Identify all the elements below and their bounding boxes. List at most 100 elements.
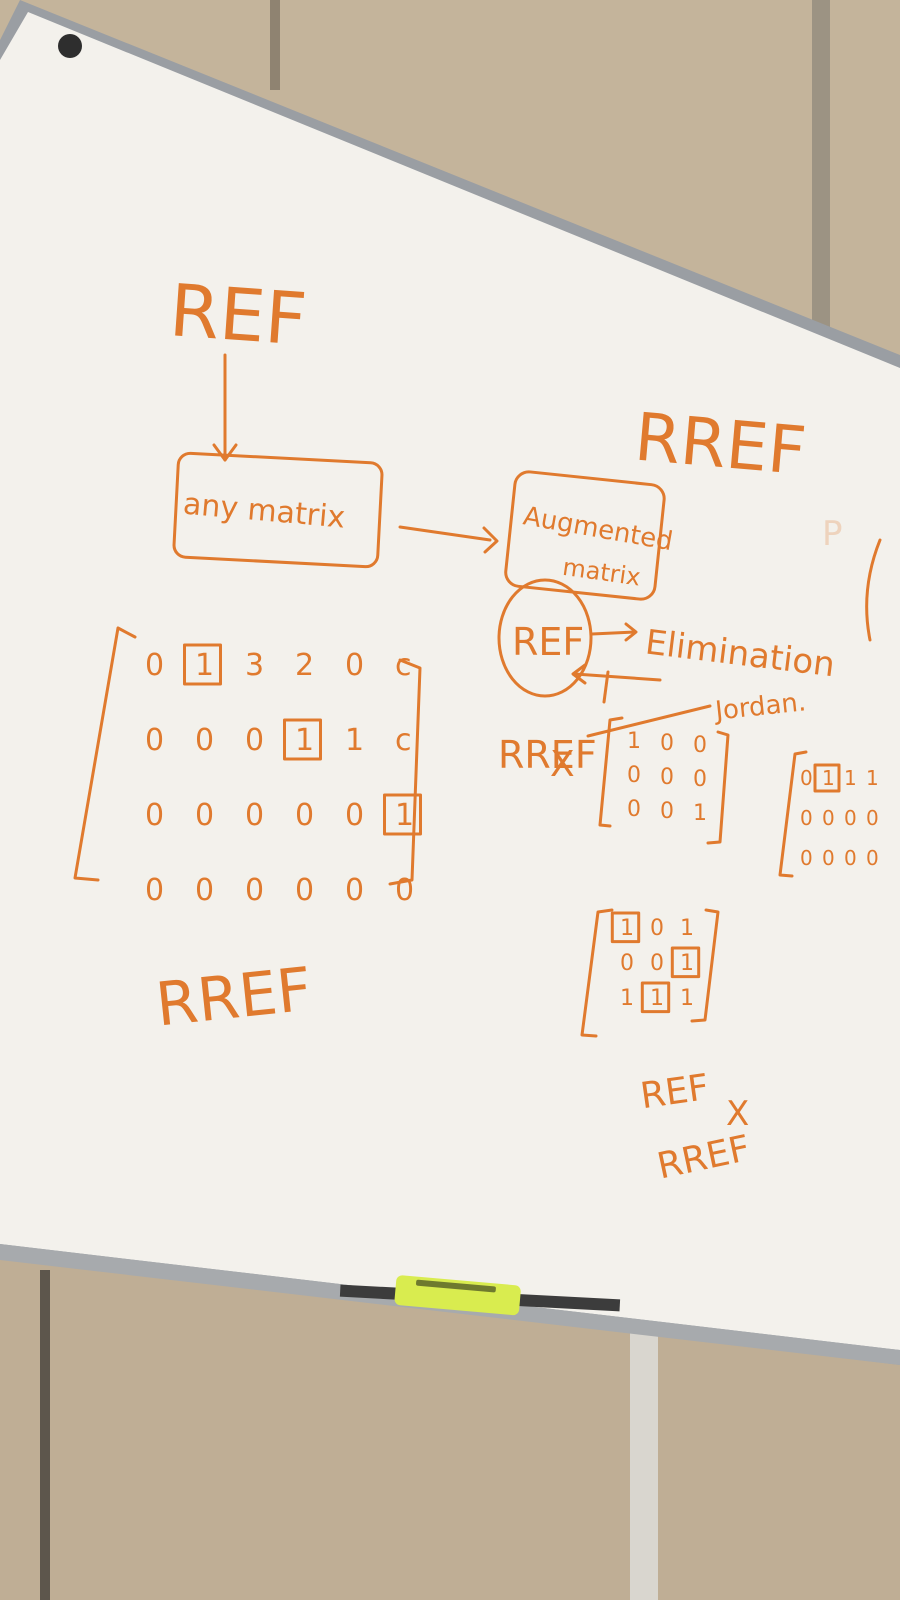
matrix-cell: 0 xyxy=(866,806,879,830)
matrix-cell: 0 xyxy=(245,723,264,758)
tick-mark xyxy=(602,670,610,704)
matrix-cell: 3 xyxy=(245,648,264,683)
matrix-cell: 0 xyxy=(245,873,264,908)
matrix-cell: 1 xyxy=(620,916,634,941)
matrix-cell: 0 xyxy=(650,916,664,941)
matrix-main-bracket-left xyxy=(73,626,137,882)
matrix-cell: 1 xyxy=(195,648,214,683)
matrix-right-bracket-left xyxy=(778,750,808,878)
matrix-cell: c xyxy=(395,723,412,758)
matrix-cell: 2 xyxy=(295,648,314,683)
matrix-cell: 1 xyxy=(620,986,634,1011)
pivot-box xyxy=(813,763,841,793)
label-rref-left: RREF xyxy=(153,955,315,1041)
matrix-cell: 0 xyxy=(620,951,634,976)
matrix-cell: 0 xyxy=(345,648,364,683)
matrix-cell: 0 xyxy=(660,765,674,790)
matrix-cell: 1 xyxy=(693,801,707,826)
cross-bottom: X xyxy=(726,1094,749,1134)
matrix-cell: 0 xyxy=(195,723,214,758)
circle-ref-label: REF xyxy=(512,620,584,664)
matrix-bottom-bracket-right xyxy=(690,908,720,1023)
matrix-cell: 0 xyxy=(800,766,813,790)
matrix-cell: 1 xyxy=(680,986,694,1011)
wall-seam-1 xyxy=(270,0,280,90)
matrix-cell: 0 xyxy=(822,806,835,830)
matrix-small-bracket-right xyxy=(706,730,730,845)
rref-crossed-label: RREF xyxy=(498,733,597,777)
matrix-cell: 0 xyxy=(145,873,164,908)
arrow-down-head xyxy=(212,443,238,462)
rref-cross-mark: X xyxy=(550,744,575,785)
matrix-cell: 0 xyxy=(627,763,641,788)
matrix-cell: c xyxy=(395,648,412,683)
matrix-cell: 0 xyxy=(145,648,164,683)
matrix-cell: 1 xyxy=(822,766,835,790)
partial-right-paren xyxy=(865,538,882,642)
matrix-cell: 1 xyxy=(866,766,879,790)
matrix-cell: 0 xyxy=(245,798,264,833)
arrow-back xyxy=(573,672,662,682)
matrix-cell: 0 xyxy=(800,846,813,870)
pivot-box xyxy=(670,946,701,979)
matrix-cell: 0 xyxy=(395,873,414,908)
pivot-box xyxy=(183,643,222,686)
box-augmented xyxy=(504,470,666,601)
circle-ref xyxy=(497,578,593,698)
eraser-icon[interactable] xyxy=(394,1275,521,1316)
matrix-cell: 0 xyxy=(660,799,674,824)
label-ref-bottom: REF xyxy=(638,1067,712,1117)
whiteboard-surface xyxy=(0,12,900,1350)
wall-seam-4 xyxy=(630,1330,658,1600)
matrix-cell: 0 xyxy=(844,806,857,830)
matrix-cell: 0 xyxy=(866,846,879,870)
matrix-cell: 1 xyxy=(680,951,694,976)
matrix-cell: 0 xyxy=(195,873,214,908)
matrix-cell: 0 xyxy=(693,767,707,792)
matrix-cell: 0 xyxy=(145,723,164,758)
matrix-cell: 0 xyxy=(145,798,164,833)
matrix-cell: 0 xyxy=(822,846,835,870)
matrix-cell: 0 xyxy=(295,873,314,908)
wall-seam-2 xyxy=(812,0,830,340)
matrix-bottom-bracket-left xyxy=(580,908,614,1038)
matrix-cell: 0 xyxy=(660,731,674,756)
matrix-cell: 1 xyxy=(295,723,314,758)
matrix-cell: 0 xyxy=(195,798,214,833)
partial-right-label: P xyxy=(822,514,843,554)
matrix-main-bracket-right xyxy=(388,658,422,886)
matrix-cell: 0 xyxy=(345,873,364,908)
pivot-box xyxy=(610,911,641,944)
matrix-cell: 0 xyxy=(295,798,314,833)
matrix-small-bracket-left xyxy=(598,716,624,828)
box-any-matrix xyxy=(172,451,384,569)
pivot-box xyxy=(383,793,422,836)
pivot-box xyxy=(640,981,671,1014)
title-ref: REF xyxy=(167,268,309,361)
arrow-elimination xyxy=(590,630,637,636)
arrow-elimination-head xyxy=(624,622,638,642)
matrix-cell: 0 xyxy=(844,846,857,870)
magnet-icon xyxy=(58,34,82,58)
matrix-cell: 1 xyxy=(650,986,664,1011)
matrix-cell: 0 xyxy=(693,733,707,758)
arrow-right xyxy=(398,525,492,542)
matrix-cell: 1 xyxy=(345,723,364,758)
matrix-cell: 0 xyxy=(345,798,364,833)
arrow-back-head xyxy=(571,663,587,685)
matrix-cell: 1 xyxy=(680,916,694,941)
title-rref: RREF xyxy=(632,398,809,490)
matrix-cell: 0 xyxy=(650,951,664,976)
arrow-right-head xyxy=(482,526,499,554)
matrix-cell: 0 xyxy=(627,797,641,822)
pivot-box xyxy=(283,718,322,761)
matrix-cell: 1 xyxy=(844,766,857,790)
matrix-cell: 1 xyxy=(395,798,414,833)
matrix-cell: 1 xyxy=(627,729,641,754)
wall-seam-3 xyxy=(40,1270,50,1600)
